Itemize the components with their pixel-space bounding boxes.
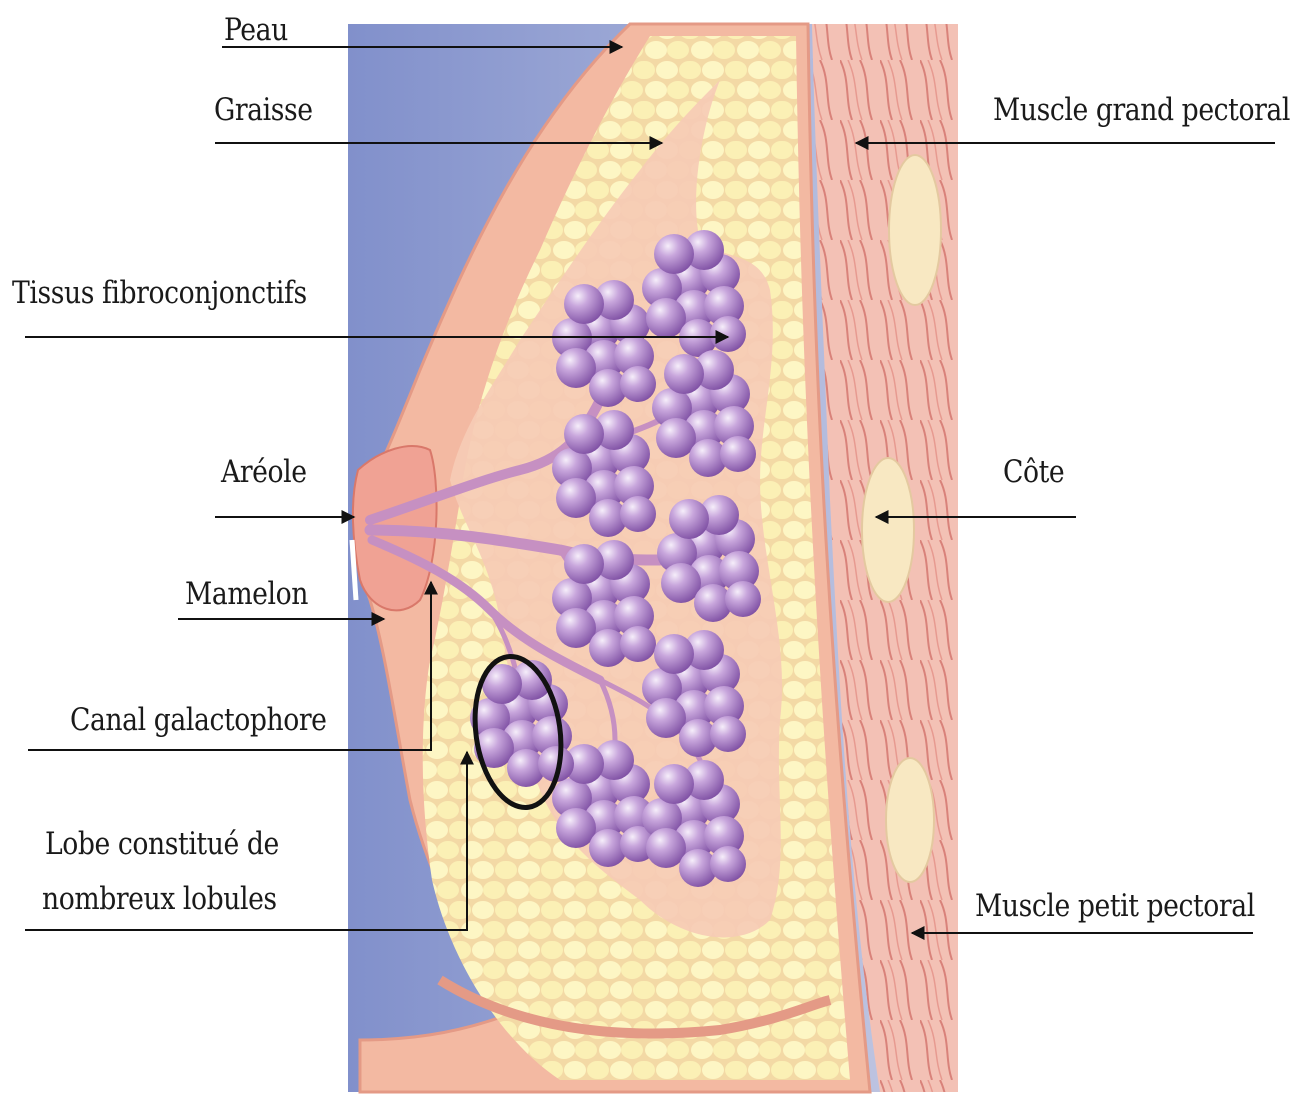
rib-2: [862, 458, 914, 602]
label-areole: Aréole: [221, 454, 307, 491]
label-lobe-line2: nombreux lobules: [42, 881, 277, 918]
label-lobe-line1: Lobe constitué de: [45, 826, 279, 863]
label-peau: Peau: [224, 12, 288, 49]
label-mamelon: Mamelon: [185, 576, 308, 613]
label-graisse: Graisse: [214, 92, 313, 129]
label-muscle-grand-pectoral: Muscle grand pectoral: [993, 92, 1290, 129]
label-tissus-fibroconjonctifs: Tissus fibroconjonctifs: [12, 275, 307, 312]
label-muscle-petit-pectoral: Muscle petit pectoral: [975, 888, 1255, 925]
rib-3: [886, 758, 934, 882]
rib-1: [889, 155, 941, 305]
label-cote: Côte: [1003, 454, 1064, 491]
label-canal-galactophore: Canal galactophore: [70, 702, 327, 739]
